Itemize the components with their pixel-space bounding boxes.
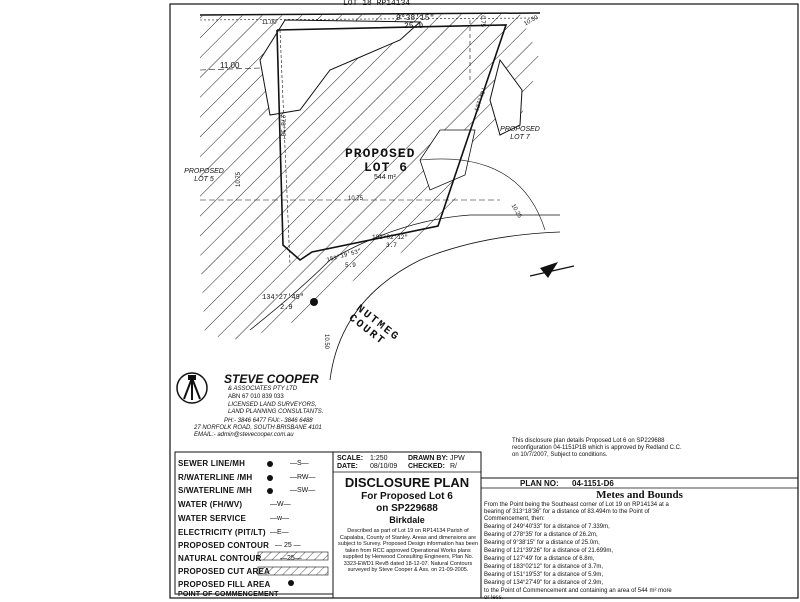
bearing-mid-distance: 3.7 <box>386 242 397 249</box>
legend-symbol: —E— <box>270 529 289 536</box>
date-label: DATE: <box>337 463 358 470</box>
legend-item: WATER (FH/WV) <box>178 500 243 509</box>
company-name: STEVE COOPER <box>224 372 319 386</box>
legend-item: WATER SERVICE <box>178 514 247 523</box>
legend-symbol: —RW— <box>290 474 316 481</box>
metes-intro: From the Point being the Southeast corne… <box>484 502 669 522</box>
scale-label: SCALE: <box>337 455 364 462</box>
metes-heading: Metes and Bounds <box>596 489 683 501</box>
metes-closing: to the Point of Commencement and contain… <box>484 588 672 601</box>
proposed-lot-7: PROPOSED LOT 7 <box>500 126 540 141</box>
legend-item: NATURAL CONTOUR <box>178 554 262 563</box>
point-of-commencement <box>310 298 318 306</box>
metes-line: Bearing of 249°40'33" for a distance of … <box>484 524 610 530</box>
legend-symbol: — 25 — <box>275 542 301 549</box>
company-logo-block: STEVE COOPER & ASSOCIATES PTY LTD ABN 67… <box>176 360 346 436</box>
legend-item: R/WATERLINE /MH <box>178 473 253 482</box>
scale-value: 1:250 <box>370 455 388 462</box>
contour-label: 11.00 <box>220 61 240 70</box>
plan-locality: Birkdale <box>389 515 425 525</box>
proposed-lot-5: PROPOSED LOT 5 <box>184 168 224 183</box>
company-phone: PH:- 3846 6477 FAX:- 3846 6488 <box>224 418 313 424</box>
plan-number: 04-1151-D6 <box>572 479 614 488</box>
drawn-by-value: JPW <box>450 455 465 462</box>
company-abn: ABN 67 010 839 033 <box>228 394 284 400</box>
legend-item: POINT OF COMMENCEMENT <box>178 591 279 598</box>
bearing-mid-label: 183°02'12" <box>372 234 409 241</box>
company-desc: LAND PLANNING CONSULTANTS. <box>228 409 324 415</box>
bearing-left-label: 278°35' <box>279 114 287 141</box>
legend-symbol: —w— <box>270 515 290 522</box>
contour-label: 10.75 <box>348 196 364 202</box>
metes-line: Bearing of 278°35' for a distance of 26.… <box>484 532 598 538</box>
contour-label: 10.75 <box>236 171 243 188</box>
lot-area: 544 m² <box>374 174 396 181</box>
contour-label: 10.75 <box>479 11 486 28</box>
company-sub: & ASSOCIATES PTY LTD <box>228 386 298 392</box>
checked-value: R/ <box>450 463 457 470</box>
legend-symbol: —S— <box>290 460 309 467</box>
metes-line: Bearing of 127°49' for a distance of 6.8… <box>484 556 595 562</box>
contour-label: 10.50 <box>323 333 330 350</box>
legend-item: PROPOSED FILL AREA <box>178 580 271 589</box>
plan-title: DISCLOSURE PLAN <box>344 475 470 490</box>
plan-subtitle: on SP229688 <box>376 503 438 514</box>
metes-line: Bearing of 151°19'53" for a distance of … <box>484 572 604 578</box>
legend-item: SEWER LINE/MH <box>178 459 246 468</box>
legend-item: PROPOSED CONTOUR <box>178 541 270 550</box>
plan-description: Described as part of Lot 19 on RP14134 P… <box>338 528 478 573</box>
company-address: 27 NORFOLK ROAD, SOUTH BRISBANE 4101 <box>194 425 322 431</box>
top-bearing-label: 9°38'15" <box>396 14 435 23</box>
company-desc: LICENSED LAND SURVEYORS, <box>228 402 317 408</box>
bearing-bottom-label: 134°27'49" <box>262 294 305 302</box>
legend-symbol: —W— <box>270 501 291 508</box>
legend-symbol: —SW— <box>290 487 316 494</box>
surveyor-tripod-icon <box>176 372 208 404</box>
proposed-lot-number: LOT 6 <box>364 160 409 175</box>
lot-6-boundary <box>276 24 508 262</box>
date-value: 08/10/09 <box>370 463 398 470</box>
legend-item: ELECTRICITY (PIT/LT) <box>178 528 266 537</box>
plan-subtitle: For Proposed Lot 6 <box>361 491 453 502</box>
lot-18-label: LOT 18 RP14134 <box>343 0 411 8</box>
plan-number-label: PLAN NO: <box>520 479 559 488</box>
proposed-lot-title: PROPOSED <box>345 146 416 161</box>
disclosure-note: This disclosure plan details Proposed Lo… <box>512 438 682 458</box>
legend-item: S/WATERLINE /MH <box>178 486 252 495</box>
north-arrow-icon <box>529 262 575 278</box>
metes-line: Bearing of 183°02'12" for a distance of … <box>484 564 604 570</box>
fill-area-hatch <box>200 14 540 340</box>
legend-symbol: —25— <box>280 555 302 562</box>
metes-line: Bearing of 121°39'26" for a distance of … <box>484 548 614 554</box>
metes-line: Bearing of 134°27'49" for a distance of … <box>484 580 604 586</box>
drawn-by-label: DRAWN BY: <box>408 455 448 462</box>
company-email: EMAIL:- admin@stevecooper.com.au <box>194 432 294 438</box>
contour-label: 11.00 <box>262 20 277 26</box>
legend-item: PROPOSED CUT AREA <box>178 567 271 576</box>
bearing-mid-distance: 5.9 <box>345 262 356 269</box>
metes-line: Bearing of 9°38'15" for a distance of 25… <box>484 540 600 546</box>
bearing-bottom-distance: 2.9 <box>280 304 293 312</box>
top-distance-label: 25.0 <box>404 22 424 31</box>
checked-label: CHECKED: <box>408 463 445 470</box>
